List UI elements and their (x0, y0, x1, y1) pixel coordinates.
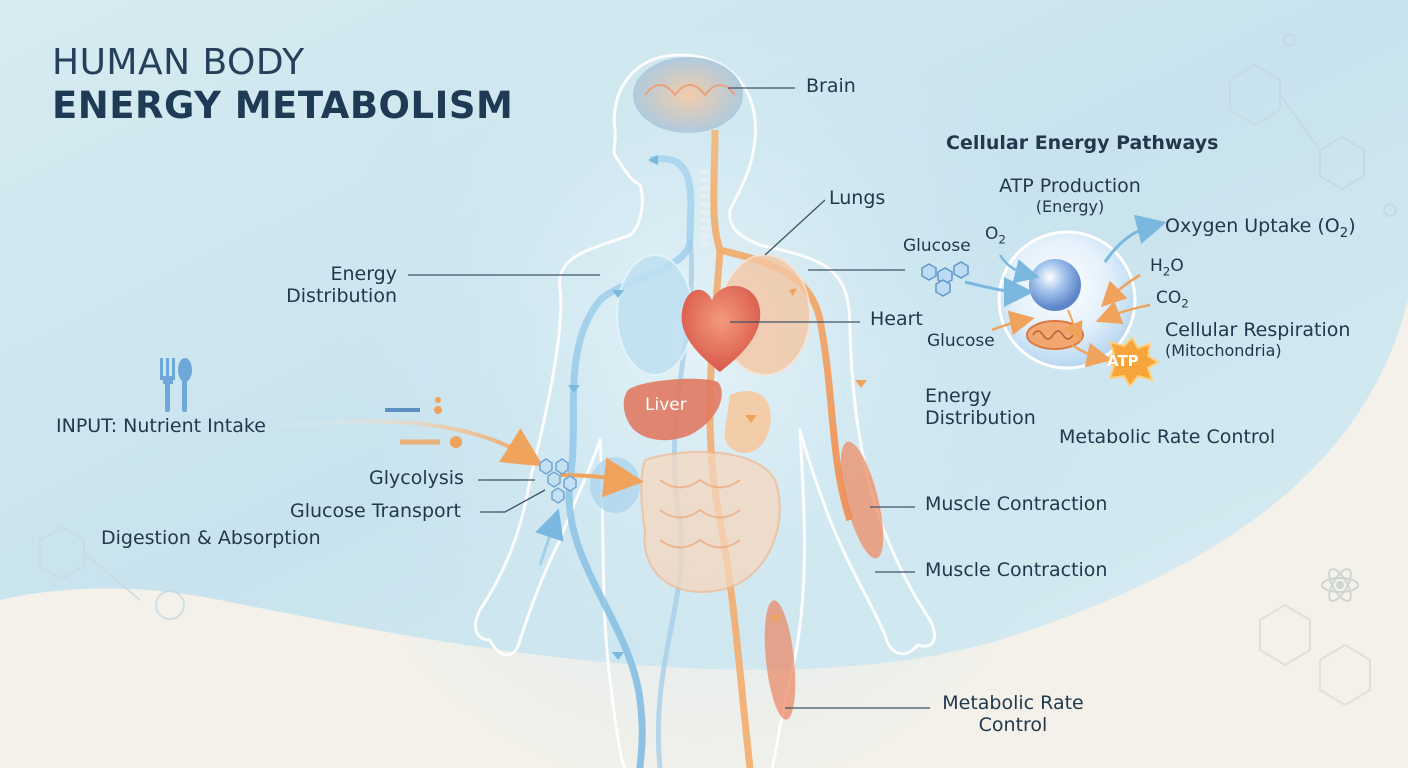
cellular-respiration-line: Cellular Respiration (1165, 319, 1351, 341)
o2-main: O (985, 224, 999, 244)
left-lung (616, 254, 694, 376)
oxygen-uptake-end: ) (1348, 215, 1356, 237)
co2-main: CO (1156, 288, 1182, 308)
h2o-end: O (1170, 256, 1184, 276)
atom-icon (1321, 568, 1359, 602)
cell-nucleus (1029, 259, 1081, 311)
glucose-transport-label: Glucose Transport (290, 500, 461, 522)
heart-organ (681, 285, 761, 372)
stomach-organ (724, 391, 771, 454)
h2o-sub: 2 (1162, 264, 1171, 279)
cellular-respiration-label: Cellular Respiration (Mitochondria) (1165, 319, 1351, 360)
o2-label: O2 (985, 224, 1006, 247)
co2-label: CO2 (1156, 288, 1189, 311)
colon-blue (590, 457, 640, 513)
glucose-molecules (539, 458, 577, 504)
cellular-pathways-title: Cellular Energy Pathways (946, 132, 1219, 154)
atp-badge-label: ATP (1107, 352, 1139, 370)
glucose-top-label: Glucose (903, 236, 971, 256)
digestion-label: Digestion & Absorption (101, 527, 321, 549)
muscle-arm (840, 441, 884, 559)
o2-sub: 2 (998, 232, 1006, 247)
mitochondria-line: (Mitochondria) (1165, 340, 1282, 360)
h2o-label: H2O (1150, 256, 1184, 279)
input-label: INPUT: Nutrient Intake (56, 415, 266, 437)
energy-distribution-left-line1: Energy (330, 263, 397, 285)
brain-organ (633, 57, 743, 133)
energy-distribution-cell-line2: Distribution (925, 406, 1036, 429)
heart-label: Heart (870, 308, 923, 330)
liver-organ (623, 378, 722, 441)
title-line-1: HUMAN BODY (52, 42, 305, 83)
muscle-contraction-label-2: Muscle Contraction (925, 559, 1108, 581)
oxygen-uptake-label: Oxygen Uptake (O2) (1165, 215, 1356, 241)
liver-label: Liver (645, 395, 687, 415)
brain-label: Brain (806, 75, 856, 97)
glucose-molecules-cell (921, 261, 969, 297)
energy-distribution-left-line2: Distribution (286, 284, 397, 307)
glucose-bottom-label: Glucose (927, 331, 995, 351)
muscle-contraction-label-1: Muscle Contraction (925, 493, 1108, 515)
atp-production-label: ATP Production (Energy) (985, 175, 1155, 216)
energy-distribution-cell-line1: Energy (925, 385, 992, 407)
atp-energy-line: (Energy) (1035, 196, 1105, 216)
input-arrow (274, 419, 544, 467)
lungs-label: Lungs (829, 187, 886, 209)
muscle-leg (764, 600, 796, 720)
energy-distribution-cell-label: Energy Distribution (925, 385, 1036, 430)
metabolic-rate-body-line1: Metabolic Rate (942, 692, 1084, 714)
pathway-arrows (745, 288, 867, 623)
fork-knife-icon (160, 358, 192, 412)
leader-lines (408, 87, 930, 709)
metabolic-rate-body-line2: Control (978, 713, 1048, 736)
co2-sub: 2 (1181, 296, 1189, 311)
blue-pathway (565, 155, 695, 768)
oxygen-uptake-sub: 2 (1339, 225, 1349, 241)
h2o-main: H (1150, 256, 1163, 276)
molecule-icon (39, 33, 1397, 707)
glycolysis-label: Glycolysis (369, 467, 464, 489)
metabolic-rate-control-label: Metabolic Rate Control (1059, 426, 1276, 448)
energy-distribution-left-label: Energy Distribution (270, 263, 397, 308)
oxygen-uptake-text: Oxygen Uptake (O (1165, 215, 1340, 237)
atp-production-line: ATP Production (999, 175, 1141, 197)
title-line-2: ENERGY METABOLISM (52, 84, 514, 127)
metabolic-rate-body-label: Metabolic Rate Control (930, 692, 1096, 737)
